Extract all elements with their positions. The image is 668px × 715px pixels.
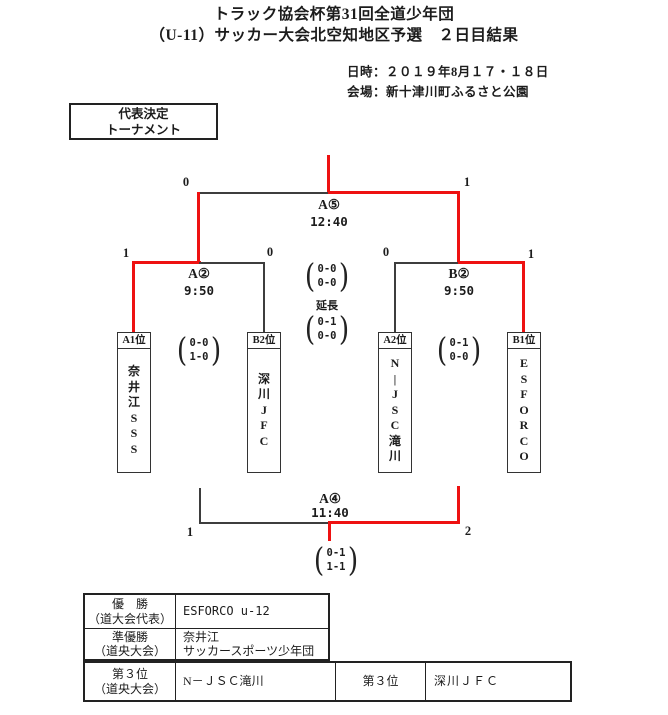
champion-stub-line bbox=[327, 155, 330, 193]
third-left-vertical bbox=[199, 488, 201, 524]
rank-label: 第３位 bbox=[111, 667, 148, 681]
third-left-score: 1 bbox=[186, 525, 194, 539]
score-line: 0-0 bbox=[317, 262, 337, 275]
rank-label: 準優勝 bbox=[111, 629, 148, 644]
rank-cell: 準優勝 （道央大会） bbox=[85, 629, 176, 659]
semiright-left-vertical bbox=[394, 262, 396, 332]
match-semileft-label: A② bbox=[188, 266, 210, 281]
third-horizontal-left bbox=[199, 522, 331, 524]
rank-sublabel: （道央大会） bbox=[93, 681, 166, 696]
bracket-header-line2: トーナメント bbox=[105, 123, 181, 137]
rank-cell-2: 第３位 bbox=[336, 663, 426, 700]
results-table-main: 優 勝 （道大会代表） ESFORCO u-12 準優勝 （道央大会） 奈井江 … bbox=[83, 593, 330, 661]
score-line: 0-0 bbox=[317, 329, 337, 342]
final-right-vertical bbox=[457, 191, 460, 263]
rank-cell: 第３位 （道央大会） bbox=[85, 663, 176, 700]
semileft-horizontal-left bbox=[133, 261, 201, 264]
score-line: 0-0 bbox=[449, 350, 469, 363]
rank-sublabel: （道大会代表） bbox=[87, 611, 172, 626]
score-line: 0-1 bbox=[449, 336, 469, 349]
match-semileft-time: 9:50 bbox=[183, 283, 215, 298]
semileft-horizontal-right bbox=[199, 262, 265, 264]
rank-sublabel: （道央大会） bbox=[93, 644, 166, 658]
semileft-right-score: 0 bbox=[266, 245, 274, 259]
final-left-vertical bbox=[197, 192, 200, 263]
semileft-score-detail: 0-0 1-0 bbox=[176, 330, 223, 369]
semileft-left-vertical bbox=[132, 261, 135, 332]
title-line1: トラック協会杯第31回全道少年団 bbox=[213, 6, 455, 23]
event-venue: 会場：新十津川町ふるさと公園 bbox=[347, 85, 530, 99]
score-line: 0-0 bbox=[317, 276, 337, 289]
match-semiright-label: B② bbox=[448, 266, 470, 281]
final-right-score: 1 bbox=[463, 175, 471, 189]
third-winner-stub bbox=[328, 522, 331, 541]
match-semiright-time: 9:50 bbox=[443, 283, 475, 298]
score-line: 1-1 bbox=[326, 560, 346, 573]
event-info: 日時：２０１９年8月１７・１８日 会場：新十津川町ふるさと公園 bbox=[347, 62, 549, 102]
semiright-right-vertical bbox=[522, 261, 525, 333]
match-final-label: A⑤ bbox=[318, 197, 340, 212]
semileft-left-score: 1 bbox=[122, 246, 130, 260]
final-extra-scores: 0-1 0-0 bbox=[304, 309, 351, 348]
third-right-vertical bbox=[457, 486, 460, 524]
final-horizontal-right bbox=[328, 191, 459, 194]
score-line: 1-0 bbox=[189, 350, 209, 363]
team-name-line2: サッカースポーツ少年団 bbox=[183, 644, 315, 658]
title-line2: （U-11）サッカー大会北空知地区予選 ２日目結果 bbox=[149, 27, 519, 44]
table-row-champion: 優 勝 （道大会代表） ESFORCO u-12 bbox=[85, 595, 328, 629]
team-seed: B1位 bbox=[508, 333, 540, 349]
bracket-header-box: 代表決定 トーナメント bbox=[69, 103, 218, 140]
page-title: トラック協会杯第31回全道少年団 （U-11）サッカー大会北空知地区予選 ２日目… bbox=[0, 4, 668, 46]
third-right-score: 2 bbox=[464, 524, 472, 538]
final-left-score: 0 bbox=[182, 175, 190, 189]
team-cell: ESFORCO u-12 bbox=[183, 604, 270, 619]
team-cell-2: 深川ＪＦＣ bbox=[434, 674, 500, 689]
score-line: 0-0 bbox=[189, 336, 209, 349]
team-seed: A2位 bbox=[379, 333, 411, 349]
team-seed: B2位 bbox=[248, 333, 280, 349]
team-cell: 奈井江 サッカースポーツ少年団 bbox=[176, 629, 328, 659]
event-datetime: 日時：２０１９年8月１７・１８日 bbox=[347, 65, 549, 79]
bracket-header-line1: 代表決定 bbox=[118, 107, 169, 121]
semiright-horizontal-right bbox=[458, 261, 524, 264]
match-third-time: 11:40 bbox=[311, 505, 349, 520]
table-row-runnerup: 準優勝 （道央大会） 奈井江 サッカースポーツ少年団 bbox=[85, 629, 328, 659]
semiright-right-score: 1 bbox=[527, 247, 535, 261]
team-name-line1: 奈井江 bbox=[183, 629, 220, 644]
final-regulation-scores: 0-0 0-0 bbox=[304, 256, 351, 295]
match-final-time: 12:40 bbox=[310, 214, 348, 229]
semileft-right-vertical bbox=[263, 262, 265, 332]
semiright-left-score: 0 bbox=[382, 245, 390, 259]
score-line: 0-1 bbox=[326, 546, 346, 559]
score-line: 0-1 bbox=[317, 315, 337, 328]
rank-cell: 優 勝 （道大会代表） bbox=[85, 595, 176, 628]
semiright-score-detail: 0-1 0-0 bbox=[436, 330, 483, 369]
team-seed: A1位 bbox=[118, 333, 150, 349]
final-horizontal-left bbox=[198, 192, 330, 194]
team-cell: N－ＪＳＣ滝川 bbox=[176, 663, 336, 700]
third-horizontal-right bbox=[328, 521, 459, 524]
third-score-detail: 0-1 1-1 bbox=[313, 540, 360, 579]
rank-label: 優 勝 bbox=[111, 597, 148, 611]
results-table-third: 第３位 （道央大会） N－ＪＳＣ滝川 第３位 深川ＪＦＣ bbox=[83, 661, 572, 702]
match-third-label: A④ bbox=[319, 491, 341, 506]
semiright-horizontal-left bbox=[394, 262, 460, 264]
